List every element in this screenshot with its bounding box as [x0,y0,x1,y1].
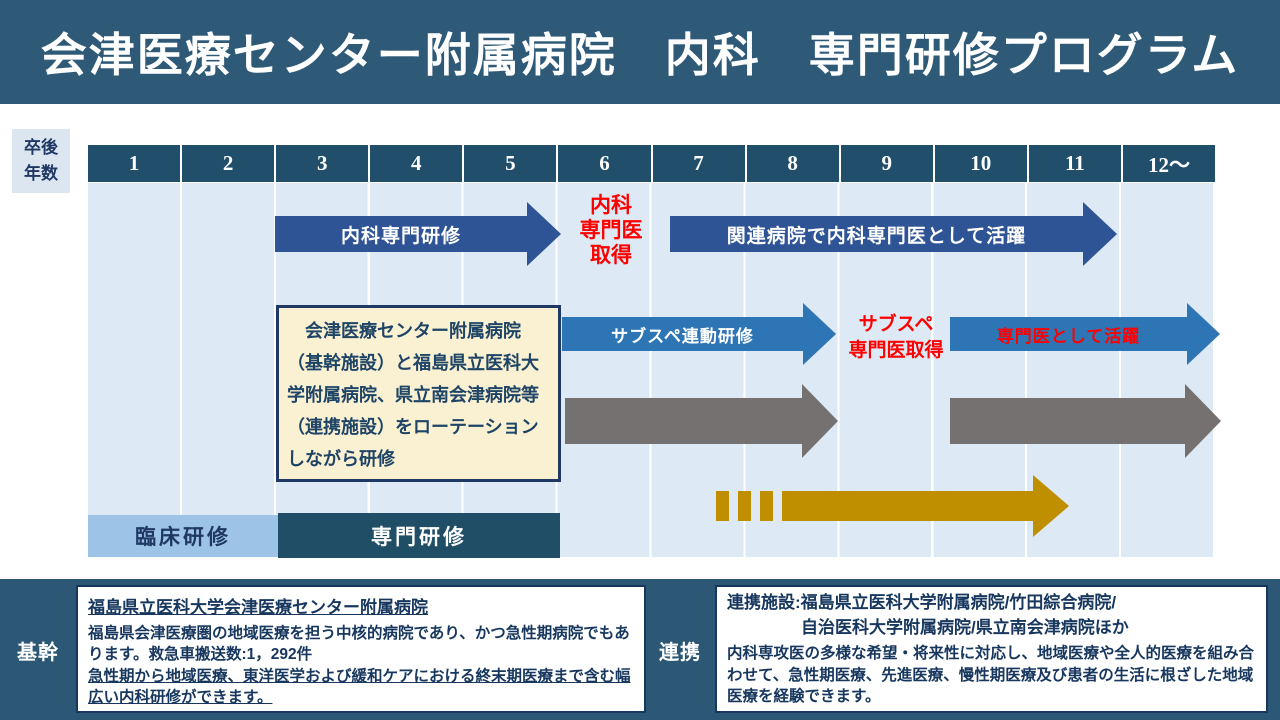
year-cell-6: 6 [558,145,651,182]
subspecialty-certified-milestone: サブスペ 専門医取得 [848,314,944,361]
arrow-head-icon [1033,475,1069,537]
gold-dash [716,491,729,521]
subspecialty-active-arrow-label: 専門医として活躍 [996,326,1141,346]
rotation-note-box: 会津医療センター附属病院（基幹施設）と福島県立医科大学附属病院、県立南会津病院等… [276,305,561,482]
related-hospitals-arrow-label: 関連病院で内科専門医として活躍 [726,225,1027,247]
postgrad-years-axis-label: 卒後 年数 [12,129,70,193]
year-cell-3: 3 [276,145,369,182]
arrow-head-icon [1083,202,1117,266]
year-cell-7: 7 [652,145,745,182]
gold-dash [760,491,773,521]
year-header-row: 1 2 3 4 5 6 7 8 9 10 11 12～ [88,145,1215,182]
year-cell-4: 4 [370,145,463,182]
arrow-head-icon [1187,303,1220,365]
base-hospital-name: 福島県立医科大学会津医療センター附属病院 [88,598,428,617]
subspecialty-active-arrow: 専門医として活躍 [950,302,1220,366]
title-bar: 会津医療センター附属病院 内科 専門研修プログラム [0,0,1280,104]
partner-facilities-line1: 連携施設:福島県立医科大学附属病院/竹田綜合病院/ [727,593,1117,612]
year-cell-8: 8 [746,145,839,182]
arrow-head-icon [527,202,561,266]
transition-gold-arrow [716,474,1069,538]
base-description: 福島県会津医療圏の地域医療を担う中核的病院であり、かつ急性期病院でもあります。救… [88,625,630,664]
year-cell-10: 10 [934,145,1027,182]
partner-facility-label: 連携 [659,642,701,664]
phase-specialty-cell: 専門研修 [278,513,560,558]
partner-facility-box: 連携施設:福島県立医科大学附属病院/竹田綜合病院/ 自治医科大学附属病院/県立南… [715,585,1268,713]
gold-dash [738,491,751,521]
partner-description: 内科専攻医の多様な希望・将来性に対応し、地域医療や全人的医療を組み合わせて、急性… [727,645,1255,706]
naika-training-arrow: 内科専門研修 [275,202,561,266]
subspecialty-training-arrow: サブスペ連動研修 [562,302,836,366]
related-hospitals-arrow: 関連病院で内科専門医として活躍 [670,202,1117,266]
phase-clinical-cell: 臨床研修 [88,515,278,557]
base-facility-label: 基幹 [17,642,59,664]
year-cell-1: 1 [88,145,181,182]
arrow-head-icon [802,384,838,458]
base-facility-box: 福島県立医科大学会津医療センター附属病院 福島県会津医療圏の地域医療を担う中核的… [76,585,646,713]
year-cell-9: 9 [840,145,933,182]
year-cell-12: 12～ [1122,145,1215,182]
base-description-underlined: 急性期から地域医療、東洋医学および緩和ケアにおける終末期医療まで含む幅広い内科研… [88,667,631,707]
gold-arrow-body [782,491,1033,521]
year-cell-5: 5 [464,145,557,182]
arrow-head-icon [803,303,836,365]
naika-training-arrow-label: 内科専門研修 [340,225,461,247]
rotation-gray-arrow-2 [950,383,1221,459]
subspecialty-training-arrow-label: サブスペ連動研修 [611,326,754,346]
partner-facilities-line2: 自治医科大学附属病院/県立南会津病院ほか [801,617,1129,637]
naika-certified-milestone: 内科 専門医 取得 [579,194,643,267]
page-title: 会津医療センター附属病院 内科 専門研修プログラム [40,29,1240,81]
year-cell-11: 11 [1028,145,1121,182]
rotation-gray-arrow-1 [565,383,838,459]
year-cell-2: 2 [182,145,275,182]
arrow-head-icon [1185,384,1221,458]
